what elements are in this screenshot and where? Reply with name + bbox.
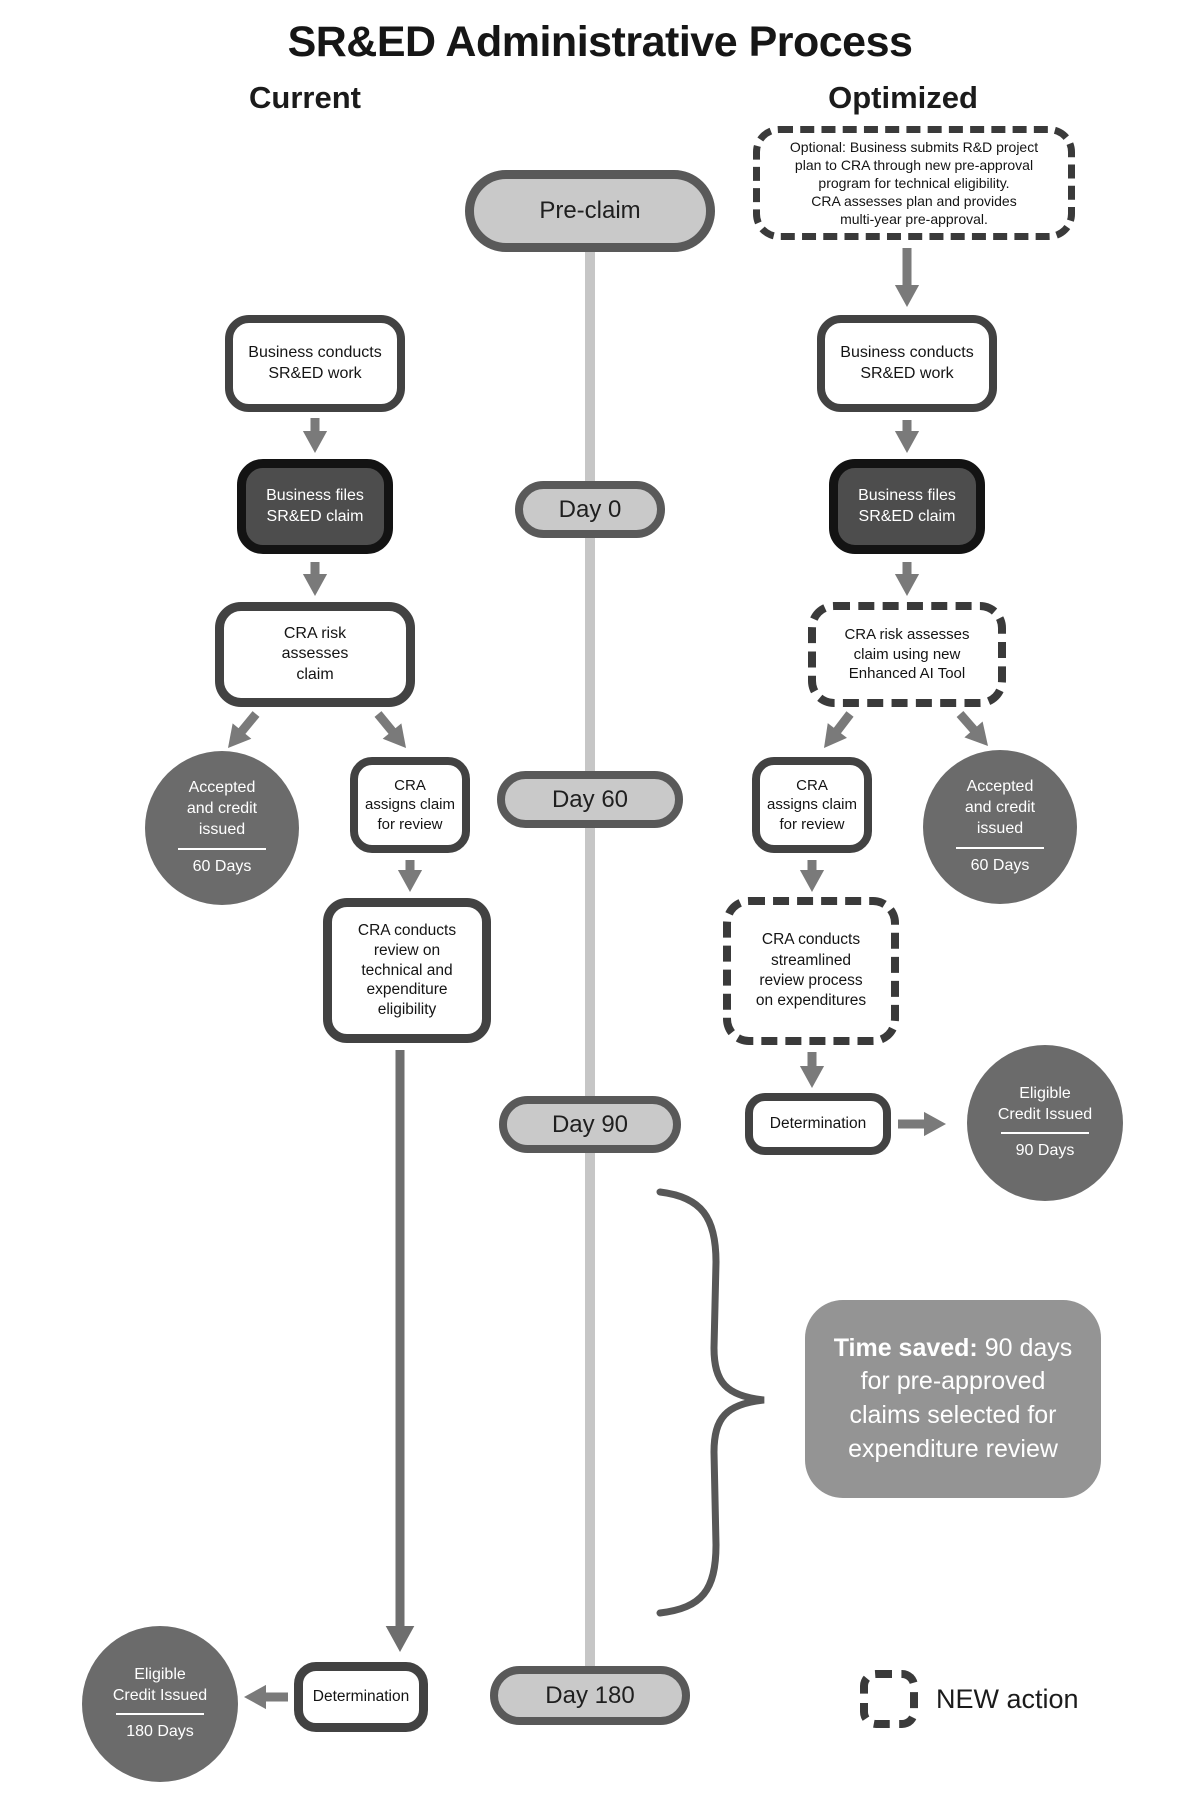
arrow-current-determination-to-credit — [244, 1684, 288, 1710]
arrow-optimized-optional-to-conduct — [894, 248, 920, 307]
optimized-file-claim-label: Business files SR&ED claim — [858, 487, 956, 525]
circle-divider — [178, 847, 266, 850]
current-determination-box: Determination — [294, 1662, 428, 1732]
optimized-determination-label: Determination — [769, 1115, 867, 1133]
current-file-claim-box: Business files SR&ED claim — [237, 459, 393, 554]
circle-divider — [1001, 1132, 1089, 1135]
optimized-ai-risk-assess-box: CRA risk assesses claim using new Enhanc… — [808, 602, 1006, 707]
optimized-credit-label: Eligible Credit Issued — [997, 1084, 1093, 1123]
current-assign-review-box: CRA assigns claim for review — [350, 757, 470, 853]
current-accepted-label: Accepted and credit issued — [186, 779, 258, 838]
optimized-streamlined-review-label: CRA conducts streamlined review process … — [755, 931, 867, 1010]
arrow-optimized-ai-to-accepted — [956, 711, 988, 746]
optimized-conduct-work-label: Business conducts SR&ED work — [840, 344, 974, 382]
brace-bracket — [656, 1188, 765, 1617]
optimized-accepted-days: 60 Days — [970, 856, 1030, 874]
timeline-node-day-180: Day 180 — [490, 1666, 690, 1725]
timeline-node-pre-claim: Pre-claim — [465, 170, 715, 252]
arrow-current-risk-to-accepted — [228, 711, 260, 748]
optimized-optional-preapproval-label: Optional: Business submits R&D project p… — [789, 138, 1039, 228]
optimized-accepted-label: Accepted and credit issued — [964, 778, 1036, 837]
arrow-optimized-determination-to-credit — [898, 1111, 946, 1137]
current-accepted-days: 60 Days — [192, 857, 252, 875]
optimized-assign-review-label: CRA assigns claim for review — [766, 777, 858, 833]
arrow-optimized-ai-to-assign — [824, 711, 854, 748]
arrow-optimized-assign-to-streamlined — [799, 860, 825, 892]
current-credit-label: Eligible Credit Issued — [112, 1665, 208, 1704]
optimized-credit-circle: Eligible Credit Issued 90 Days — [967, 1045, 1123, 1201]
new-action-legend-icon — [860, 1670, 918, 1728]
current-risk-assess-label: CRA risk assesses claim — [281, 624, 349, 683]
optimized-streamlined-review-box: CRA conducts streamlined review process … — [723, 897, 899, 1045]
arrow-current-file-to-risk — [302, 562, 328, 596]
timeline-node-day-60: Day 60 — [497, 771, 683, 828]
optimized-optional-preapproval-box: Optional: Business submits R&D project p… — [753, 126, 1075, 240]
arrow-optimized-streamlined-to-determination — [799, 1052, 825, 1088]
new-action-legend-label: NEW action — [936, 1684, 1079, 1714]
arrow-current-review-to-determination — [385, 1050, 415, 1652]
time-saved-text: Time saved: 90 days for pre-approved cla… — [818, 1322, 1089, 1477]
time-saved-callout: Time saved: 90 days for pre-approved cla… — [805, 1300, 1101, 1498]
optimized-accepted-circle: Accepted and credit issued 60 Days — [923, 750, 1077, 904]
optimized-credit-days: 90 Days — [1015, 1142, 1075, 1160]
arrow-current-assign-to-review — [397, 860, 423, 892]
optimized-assign-review-box: CRA assigns claim for review — [752, 757, 872, 853]
time-saved-rest: 90 days for pre-approved claims selected… — [848, 1333, 1073, 1463]
current-assign-review-label: CRA assigns claim for review — [364, 777, 456, 833]
column-header-optimized: Optimized — [828, 80, 978, 115]
optimized-ai-risk-assess-label: CRA risk assesses claim using new Enhanc… — [844, 625, 970, 683]
circle-divider — [116, 1713, 204, 1716]
current-conduct-review-label: CRA conducts review on technical and exp… — [357, 921, 457, 1019]
timeline-node-day-90: Day 90 — [499, 1096, 681, 1153]
current-credit-circle: Eligible Credit Issued 180 Days — [82, 1626, 238, 1782]
current-accepted-circle: Accepted and credit issued 60 Days — [145, 751, 299, 905]
current-risk-assess-box: CRA risk assesses claim — [215, 602, 415, 707]
arrow-optimized-file-to-ai — [894, 562, 920, 596]
column-header-current: Current — [249, 80, 361, 115]
arrow-current-risk-to-assign — [374, 711, 406, 748]
current-file-claim-label: Business files SR&ED claim — [266, 487, 364, 525]
current-credit-days: 180 Days — [126, 1723, 194, 1741]
circle-divider — [956, 846, 1044, 849]
optimized-conduct-work-box: Business conducts SR&ED work — [817, 315, 997, 412]
time-saved-bold: Time saved: — [833, 1333, 978, 1362]
optimized-file-claim-box: Business files SR&ED claim — [829, 459, 985, 554]
arrow-optimized-conduct-to-file — [894, 420, 920, 453]
current-conduct-review-box: CRA conducts review on technical and exp… — [323, 898, 491, 1043]
arrow-current-conduct-to-file — [302, 418, 328, 453]
current-conduct-work-label: Business conducts SR&ED work — [248, 344, 382, 382]
page-title: SR&ED Administrative Process — [287, 18, 913, 66]
timeline-node-day-0: Day 0 — [515, 481, 665, 538]
current-conduct-work-box: Business conducts SR&ED work — [225, 315, 405, 412]
current-determination-label: Determination — [312, 1688, 410, 1706]
optimized-determination-box: Determination — [745, 1093, 891, 1155]
